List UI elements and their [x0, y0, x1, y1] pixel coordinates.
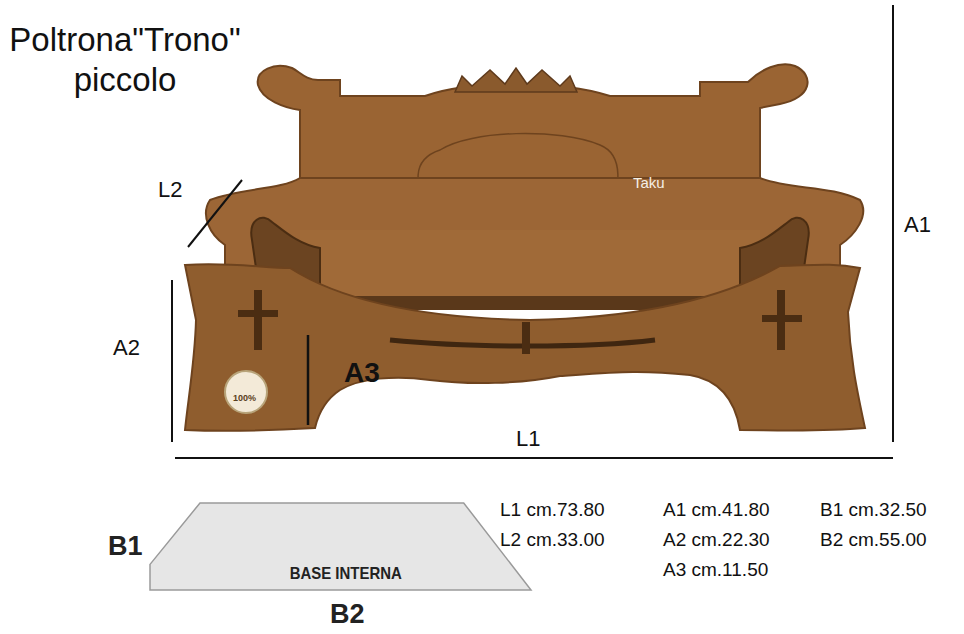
dimension-line: [188, 180, 242, 247]
crown: [455, 68, 577, 92]
dimension-name: B2: [330, 600, 365, 630]
dimension-name: A2: [113, 336, 140, 360]
front-panel: [185, 264, 865, 431]
dimension-value: B2 cm.55.00: [820, 530, 927, 551]
trapezoid-shape: [150, 503, 531, 590]
dimension-line: [307, 335, 310, 425]
node-label: BASE INTERNA: [290, 564, 402, 584]
badge: [225, 371, 267, 413]
dimension-name: A3: [344, 358, 380, 389]
dimension-name: L2: [158, 178, 182, 202]
title: Poltrona"Trono" piccolo: [0, 20, 250, 99]
dimension-line: [171, 280, 173, 442]
dimension-value: A1 cm.41.80: [663, 500, 770, 521]
brand-mark: Taku: [633, 175, 665, 192]
dimension-value: L1 cm.73.80: [500, 500, 605, 521]
front-peg: [522, 322, 530, 354]
badge-text: 100%: [233, 394, 256, 404]
dimension-value: L2 cm.33.00: [500, 530, 605, 551]
left-peg: [254, 290, 262, 350]
right-bar: [762, 315, 802, 322]
dimension-name: L1: [516, 427, 540, 451]
dimension-value: A2 cm.22.30: [663, 530, 770, 551]
dimension-value: A3 cm.11.50: [663, 560, 768, 581]
left-bar: [238, 310, 278, 317]
dimension-name: A1: [904, 213, 931, 237]
dimension-line: [892, 5, 894, 442]
dimension-line: [175, 457, 893, 459]
backrest-lower: [300, 230, 760, 300]
base-trapezoid: BASE INTERNA: [148, 500, 533, 592]
dimension-name: B1: [108, 532, 143, 562]
dimension-value: B1 cm.32.50: [820, 500, 927, 521]
